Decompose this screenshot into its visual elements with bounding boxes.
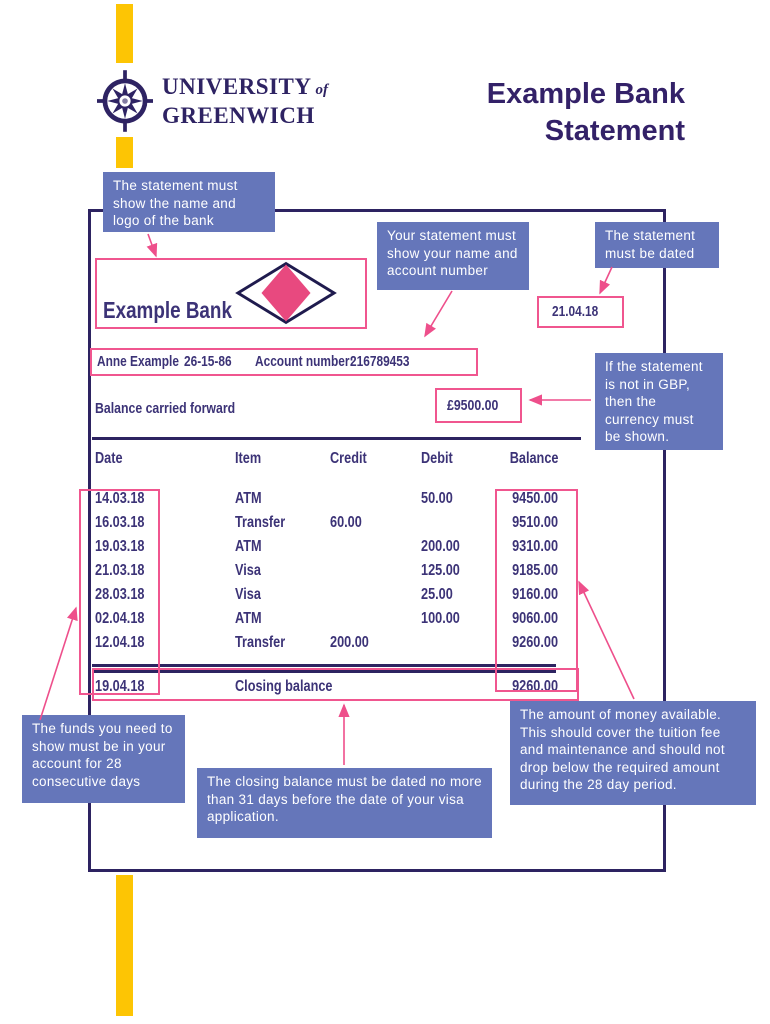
brand-stripe-middle — [116, 137, 133, 168]
row-item: Transfer — [235, 514, 286, 531]
row-item: Visa — [235, 562, 261, 579]
header-debit: Debit — [421, 450, 453, 467]
brand-stripe-bottom — [116, 875, 133, 1016]
row-date: 21.03.18 — [95, 562, 145, 579]
account-number: 216789453 — [350, 354, 410, 370]
page-title-line1: Example Bank — [486, 78, 685, 110]
table-row: 19.03.18 ATM 200.00 9310.00 — [0, 538, 770, 556]
header-credit: Credit — [330, 450, 367, 467]
row-debit: 100.00 — [421, 610, 460, 627]
row-credit: 60.00 — [330, 514, 362, 531]
sort-code: 26-15-86 — [184, 354, 232, 370]
balance-forward-amount-box: £9500.00 — [435, 388, 522, 423]
header-balance: Balance — [509, 450, 558, 467]
university-name-line1: UNIVERSITY — [162, 73, 312, 99]
page-title-line2: Statement — [544, 115, 685, 147]
statement-date-box: 21.04.18 — [537, 296, 624, 328]
closing-divider-line-1 — [92, 664, 556, 667]
row-balance: 9510.00 — [512, 514, 558, 531]
row-credit: 200.00 — [330, 634, 369, 651]
row-date: 16.03.18 — [95, 514, 145, 531]
table-row: 28.03.18 Visa 25.00 9160.00 — [0, 586, 770, 604]
university-name-line2: GREENWICH — [162, 102, 315, 128]
bank-diamond-logo-icon — [235, 261, 337, 325]
row-balance: 9450.00 — [512, 490, 558, 507]
note-dated: The statement must be dated — [595, 222, 719, 268]
row-date: 02.04.18 — [95, 610, 145, 627]
balance-forward-label: Balance carried forward — [95, 400, 236, 417]
row-balance: 9185.00 — [512, 562, 558, 579]
closing-row-highlight — [92, 668, 579, 701]
row-item: Transfer — [235, 634, 286, 651]
note-funds: The funds you need to show must be in yo… — [22, 715, 185, 803]
row-date: 28.03.18 — [95, 586, 145, 603]
row-balance: 9160.00 — [512, 586, 558, 603]
bank-name: Example Bank — [103, 297, 232, 323]
row-debit: 125.00 — [421, 562, 460, 579]
date-column-highlight — [79, 489, 160, 695]
table-row: 02.04.18 ATM 100.00 9060.00 — [0, 610, 770, 628]
header-date: Date — [95, 450, 123, 467]
bank-logo-box: Example Bank — [95, 258, 367, 329]
note-closing-date: The closing balance must be dated no mor… — [197, 768, 492, 838]
row-item: Visa — [235, 586, 261, 603]
university-name-of: of — [315, 81, 328, 98]
row-debit: 25.00 — [421, 586, 453, 603]
note-currency: If the statement is not in GBP, then the… — [595, 353, 723, 450]
row-balance: 9260.00 — [512, 634, 558, 651]
page-title: Example Bank Statement — [487, 76, 685, 150]
note-bank-logo: The statement must show the name and log… — [103, 172, 275, 232]
row-debit: 50.00 — [421, 490, 453, 507]
balance-column-highlight — [495, 489, 578, 692]
brand-stripe-top — [116, 4, 133, 63]
account-number-label: Account number: — [255, 354, 354, 370]
table-top-divider — [92, 437, 581, 440]
table-row: 12.04.18 Transfer 200.00 9260.00 — [0, 634, 770, 652]
table-row: 14.03.18 ATM 50.00 9450.00 — [0, 490, 770, 508]
account-holder: Anne Example — [97, 354, 179, 370]
header-item: Item — [235, 450, 262, 467]
note-identity: Your statement must show your name and a… — [377, 222, 529, 290]
row-balance: 9060.00 — [512, 610, 558, 627]
row-date: 19.03.18 — [95, 538, 145, 555]
row-date: 14.03.18 — [95, 490, 145, 507]
closing-date: 19.04.18 — [95, 678, 145, 695]
row-balance: 9310.00 — [512, 538, 558, 555]
table-row: 21.03.18 Visa 125.00 9185.00 — [0, 562, 770, 580]
note-amount: The amount of money available. This shou… — [510, 701, 756, 805]
row-debit: 200.00 — [421, 538, 460, 555]
row-date: 12.04.18 — [95, 634, 145, 651]
table-header-row: Date Item Credit Debit Balance — [0, 450, 770, 468]
row-item: ATM — [235, 538, 262, 555]
row-item: ATM — [235, 610, 262, 627]
account-info-box: Anne Example 26-15-86 Account number: 21… — [90, 348, 478, 376]
row-item: ATM — [235, 490, 262, 507]
closing-label: Closing balance — [235, 678, 333, 695]
university-crest-icon — [97, 70, 153, 132]
closing-divider-line-2 — [92, 670, 556, 673]
table-row: 16.03.18 Transfer 60.00 9510.00 — [0, 514, 770, 532]
